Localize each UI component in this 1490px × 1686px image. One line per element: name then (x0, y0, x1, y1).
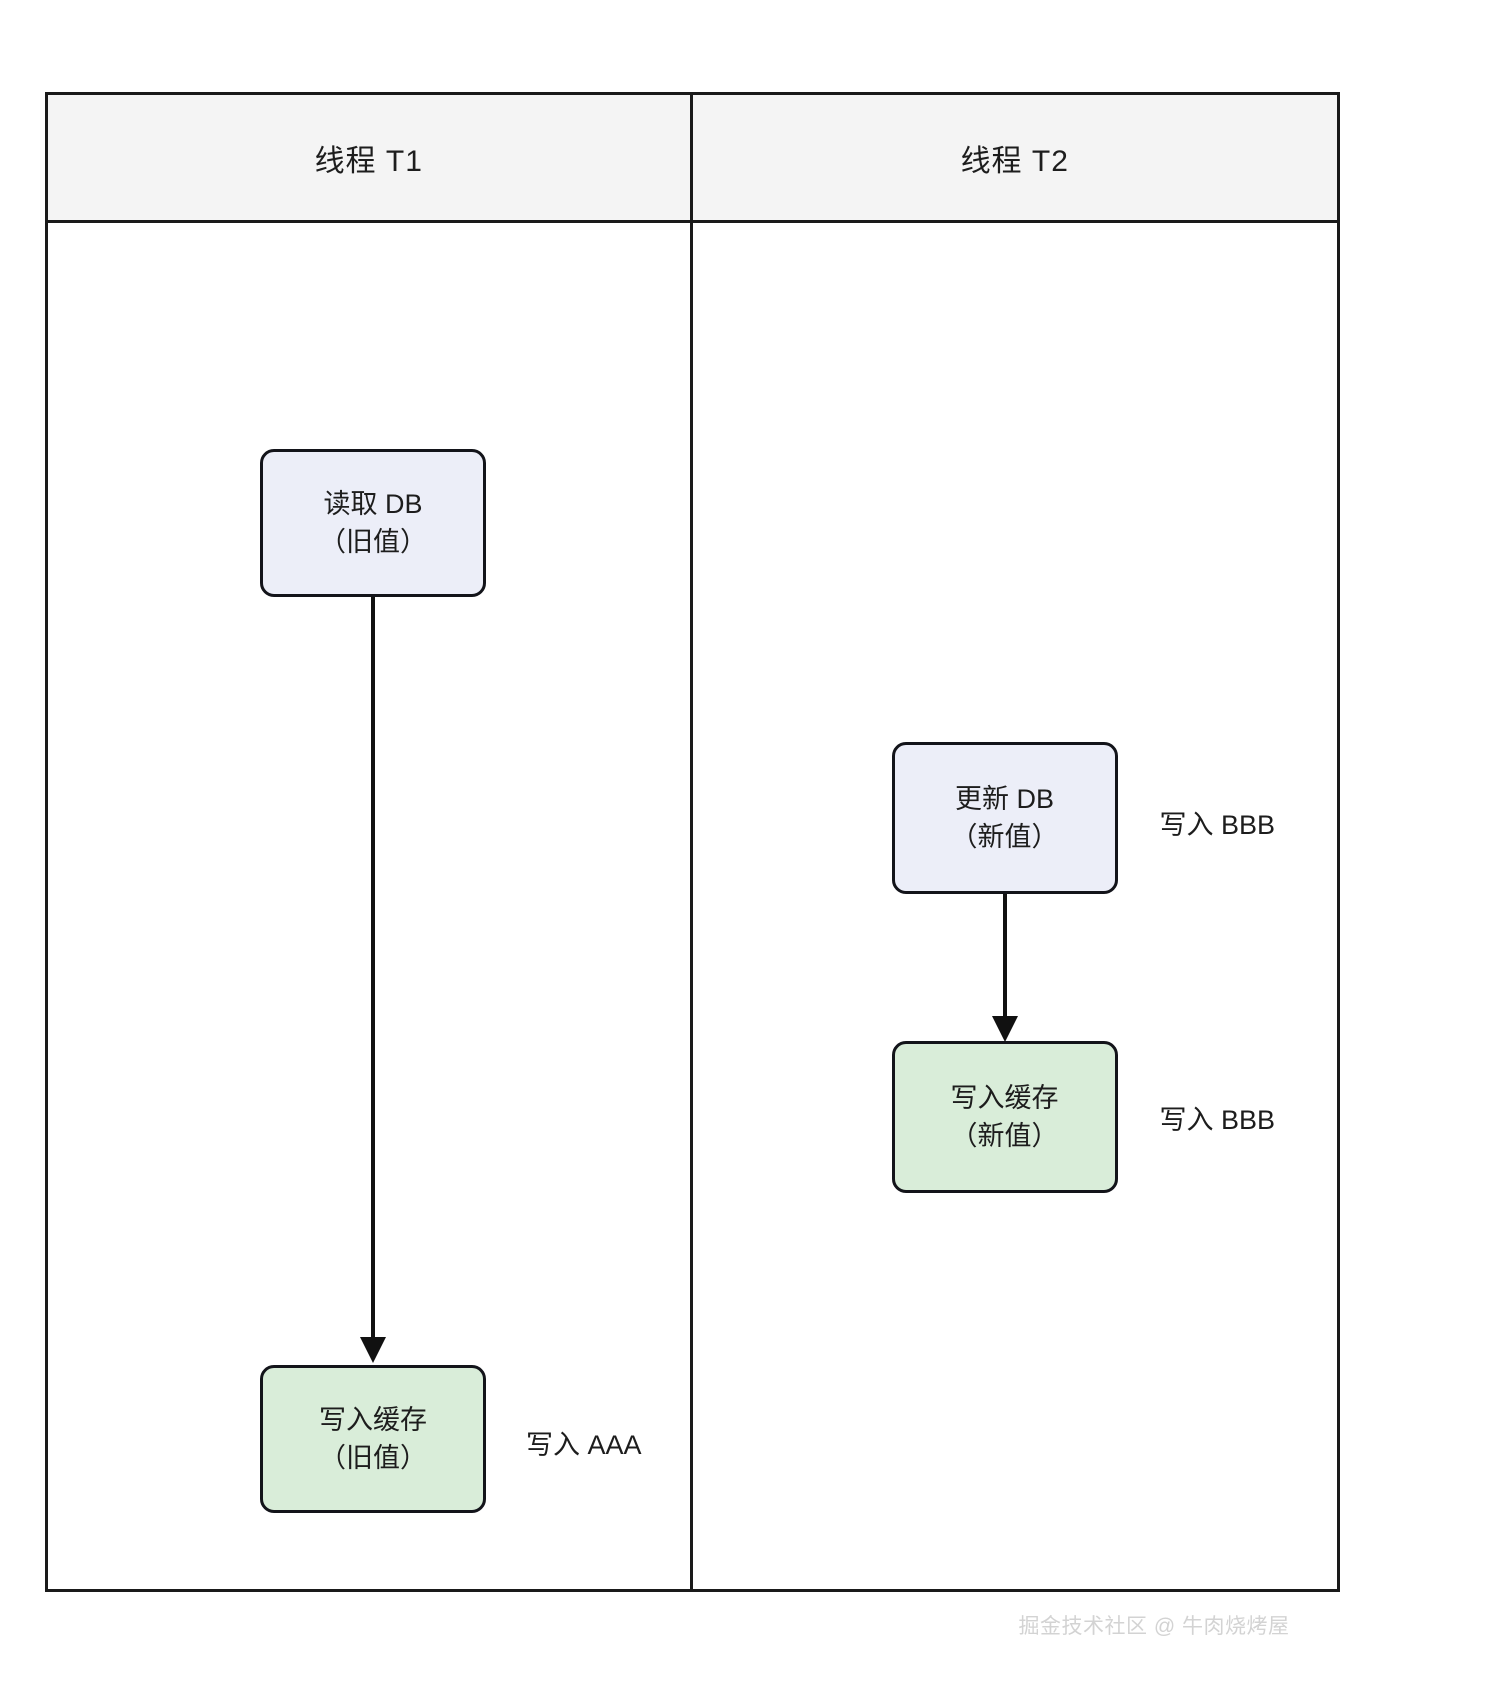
watermark: 掘金技术社区 @ 牛肉烧烤屋 (1018, 1615, 1290, 1638)
node-t2-write-cache-line1: 写入缓存 (950, 1082, 1059, 1113)
node-t1-read-db[interactable]: 读取 DB （旧值） (260, 449, 486, 597)
annotation-t2-write-cache: 写入 BBB (1159, 1105, 1276, 1135)
annotation-t1-write-cache: 写入 AAA (526, 1430, 642, 1460)
lane-header-t2: 线程 T2 (960, 144, 1069, 178)
node-t1-write-cache-line2: （旧值） (319, 1443, 427, 1473)
node-t1-write-cache-line1: 写入缓存 (319, 1404, 427, 1435)
lane-t1: 读取 DB （旧值） 写入缓存 （旧值） 写入 AAA (48, 223, 693, 1589)
lane-body-row: 读取 DB （旧值） 写入缓存 （旧值） 写入 AAA 更新 DB （新值） (48, 223, 1338, 1638)
node-t2-update-db-line1: 更新 DB (954, 783, 1054, 814)
lane-header-t1: 线程 T1 (48, 95, 693, 220)
node-t1-write-cache[interactable]: 写入缓存 （旧值） (260, 1365, 486, 1513)
annotation-t2-update-db: 写入 BBB (1159, 810, 1276, 840)
node-t2-write-cache-line2: （新值） (950, 1121, 1059, 1151)
lane-header-row: 线程 T1 线程 T2 (48, 95, 1337, 223)
node-t2-update-db-line2: （新值） (950, 822, 1059, 852)
node-t2-update-db[interactable]: 更新 DB （新值） (891, 742, 1118, 894)
lane-t2: 更新 DB （新值） 写入 BBB 写入缓存 （新值） 写入 BBB 掘金技术社… (693, 223, 1338, 1638)
node-t2-write-cache[interactable]: 写入缓存 （新值） (891, 1041, 1118, 1193)
node-t1-read-db-line1: 读取 DB (323, 488, 423, 519)
swimlane-diagram: 线程 T1 线程 T2 读取 DB （旧值） 写入缓存 （旧值） 写入 AAA (45, 92, 1340, 1638)
arrow-head-icon (991, 1016, 1018, 1042)
arrow-shaft (1002, 894, 1007, 1018)
arrow-shaft (371, 597, 375, 1339)
arrow-head-icon (360, 1337, 386, 1363)
node-t1-read-db-line2: （旧值） (319, 527, 427, 557)
